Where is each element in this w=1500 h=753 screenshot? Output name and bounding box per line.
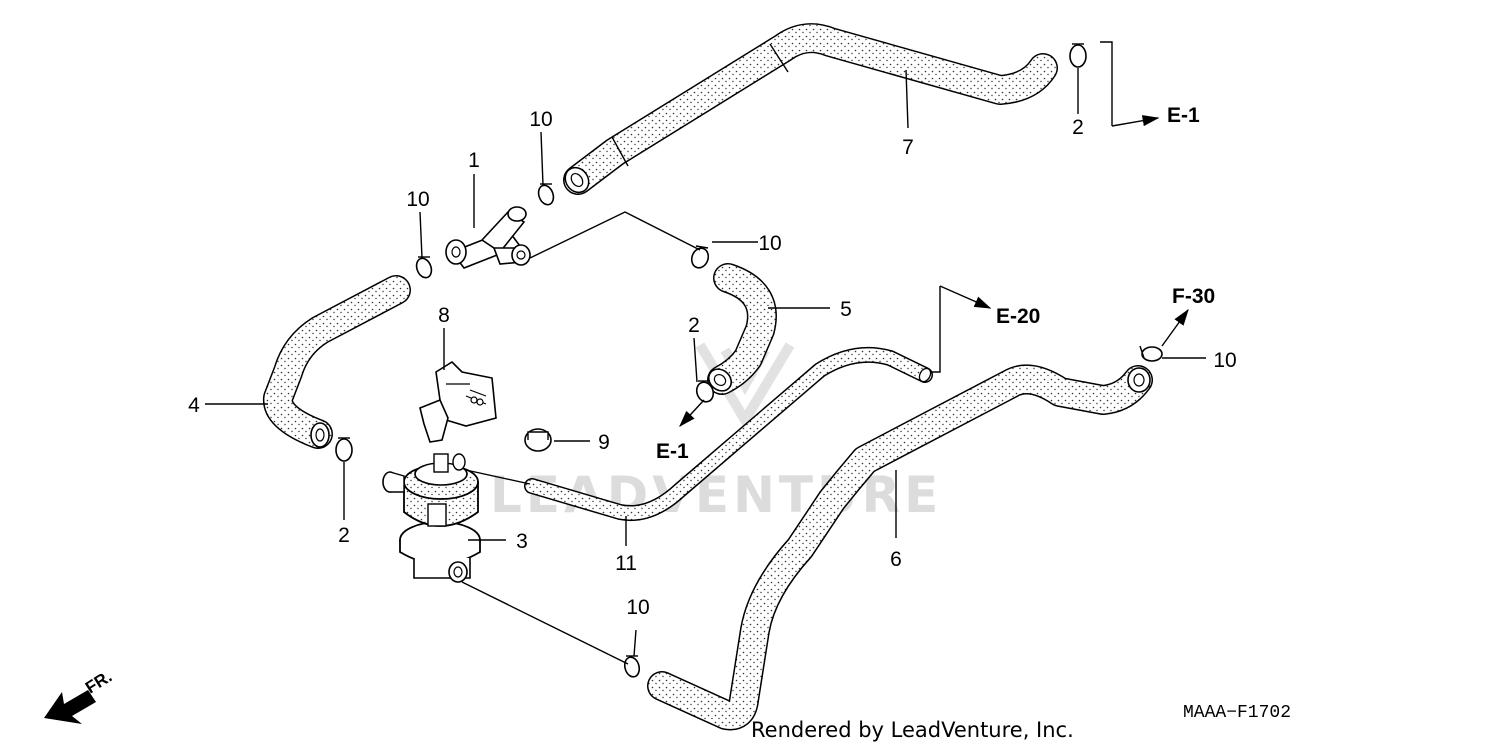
- callout-part-5: 5: [840, 298, 852, 321]
- cap-9: [524, 428, 552, 452]
- clip-10-bottom: [623, 655, 641, 678]
- diagram-code: MAAA−F1702: [1183, 703, 1291, 723]
- clip-2-left: [335, 437, 353, 462]
- callout-part-4: 4: [188, 394, 200, 417]
- front-arrow-icon: [44, 690, 96, 724]
- leader-lines: [205, 41, 1206, 665]
- callout-part-9: 9: [598, 431, 610, 454]
- hose-6: [647, 364, 1153, 731]
- clip-2-mid: [695, 380, 715, 403]
- clip-10-left: [415, 256, 433, 279]
- ref-f30[interactable]: F-30: [1172, 285, 1215, 308]
- callout-part-11: 11: [615, 552, 637, 575]
- callout-part-10-right: 10: [1213, 349, 1236, 372]
- clip-10-mid: [690, 245, 710, 269]
- callout-part-10-mid: 10: [758, 232, 781, 255]
- reference-arrows: [679, 115, 1189, 428]
- tube-11: [524, 346, 933, 521]
- callout-part-6: 6: [890, 548, 902, 571]
- hose-4: [263, 275, 411, 449]
- joint-1: [445, 206, 531, 269]
- callout-part-10-left: 10: [406, 188, 429, 211]
- hose-5: [707, 263, 777, 395]
- callout-part-2-top: 2: [1072, 116, 1084, 139]
- clip-2-top: [1069, 43, 1087, 68]
- callout-part-8: 8: [438, 304, 450, 327]
- callout-part-10-top: 10: [529, 108, 552, 131]
- render-credit: Rendered by LeadVenture, Inc.: [751, 718, 1074, 742]
- ref-e1-top[interactable]: E-1: [1167, 104, 1200, 127]
- callout-part-2-mid: 2: [688, 314, 700, 337]
- ref-e1-mid[interactable]: E-1: [656, 440, 689, 463]
- callout-part-1: 1: [468, 149, 480, 172]
- callout-part-3: 3: [516, 530, 528, 553]
- callout-part-7: 7: [902, 136, 914, 159]
- hose-7: [563, 23, 1058, 195]
- valve-3: [382, 453, 481, 583]
- clip-10-right: [1139, 345, 1163, 362]
- callout-part-2-left: 2: [338, 524, 350, 547]
- bracket-8: [419, 360, 497, 443]
- callout-part-10-bottom: 10: [626, 596, 649, 619]
- clip-10-top: [537, 183, 555, 206]
- ref-e20[interactable]: E-20: [996, 305, 1040, 328]
